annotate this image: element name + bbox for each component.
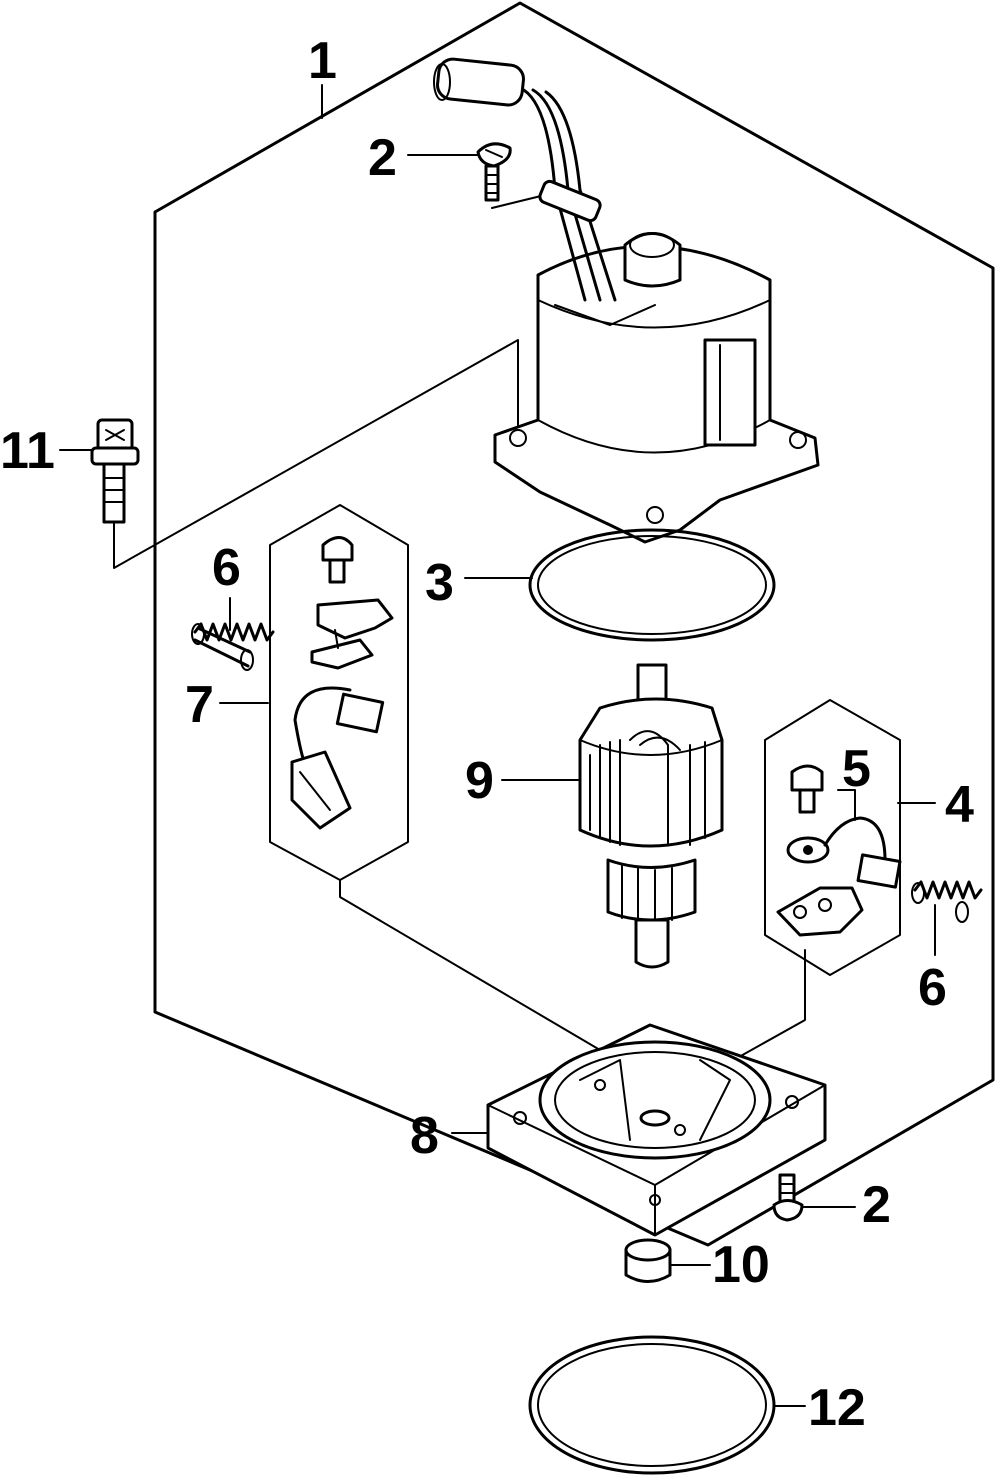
o-ring-12 [528, 1335, 776, 1475]
callout-12: 12 [808, 1379, 866, 1437]
callout-3: 3 [425, 554, 454, 612]
bolt-11 [90, 418, 140, 524]
brush-holder-7-outline [269, 504, 409, 881]
callout-7: 7 [185, 676, 214, 734]
motor-housing [493, 232, 820, 544]
screw-2-bottom [772, 1173, 804, 1222]
leader-lines [59, 84, 936, 1407]
spring-6-right [911, 880, 983, 923]
spring-6-left [191, 622, 275, 671]
brush-holder-7 [290, 536, 394, 830]
callout-6-right: 6 [918, 959, 947, 1017]
callout-11: 11 [0, 422, 55, 480]
wire-harness [433, 57, 617, 302]
callout-2-bottom: 2 [862, 1176, 891, 1234]
brush-holder-4-outline [764, 699, 901, 976]
callout-2-top: 2 [368, 129, 397, 187]
assembly-outline [153, 1, 995, 1247]
callout-6-left: 6 [212, 539, 241, 597]
callout-4: 4 [945, 776, 974, 834]
callout-1: 1 [308, 32, 337, 90]
collar-10 [624, 1238, 672, 1283]
armature-9 [578, 663, 724, 969]
screw-2-top [476, 142, 512, 202]
brush-holder-4 [776, 764, 902, 937]
callout-10: 10 [712, 1236, 770, 1294]
callout-8: 8 [410, 1107, 439, 1165]
callout-labels: 1 2 2 3 4 5 6 6 7 8 9 10 11 12 [0, 32, 974, 1437]
end-cover-8 [486, 1023, 827, 1237]
callout-9: 9 [465, 752, 494, 810]
o-ring-3 [528, 528, 776, 642]
callout-5: 5 [842, 740, 871, 798]
